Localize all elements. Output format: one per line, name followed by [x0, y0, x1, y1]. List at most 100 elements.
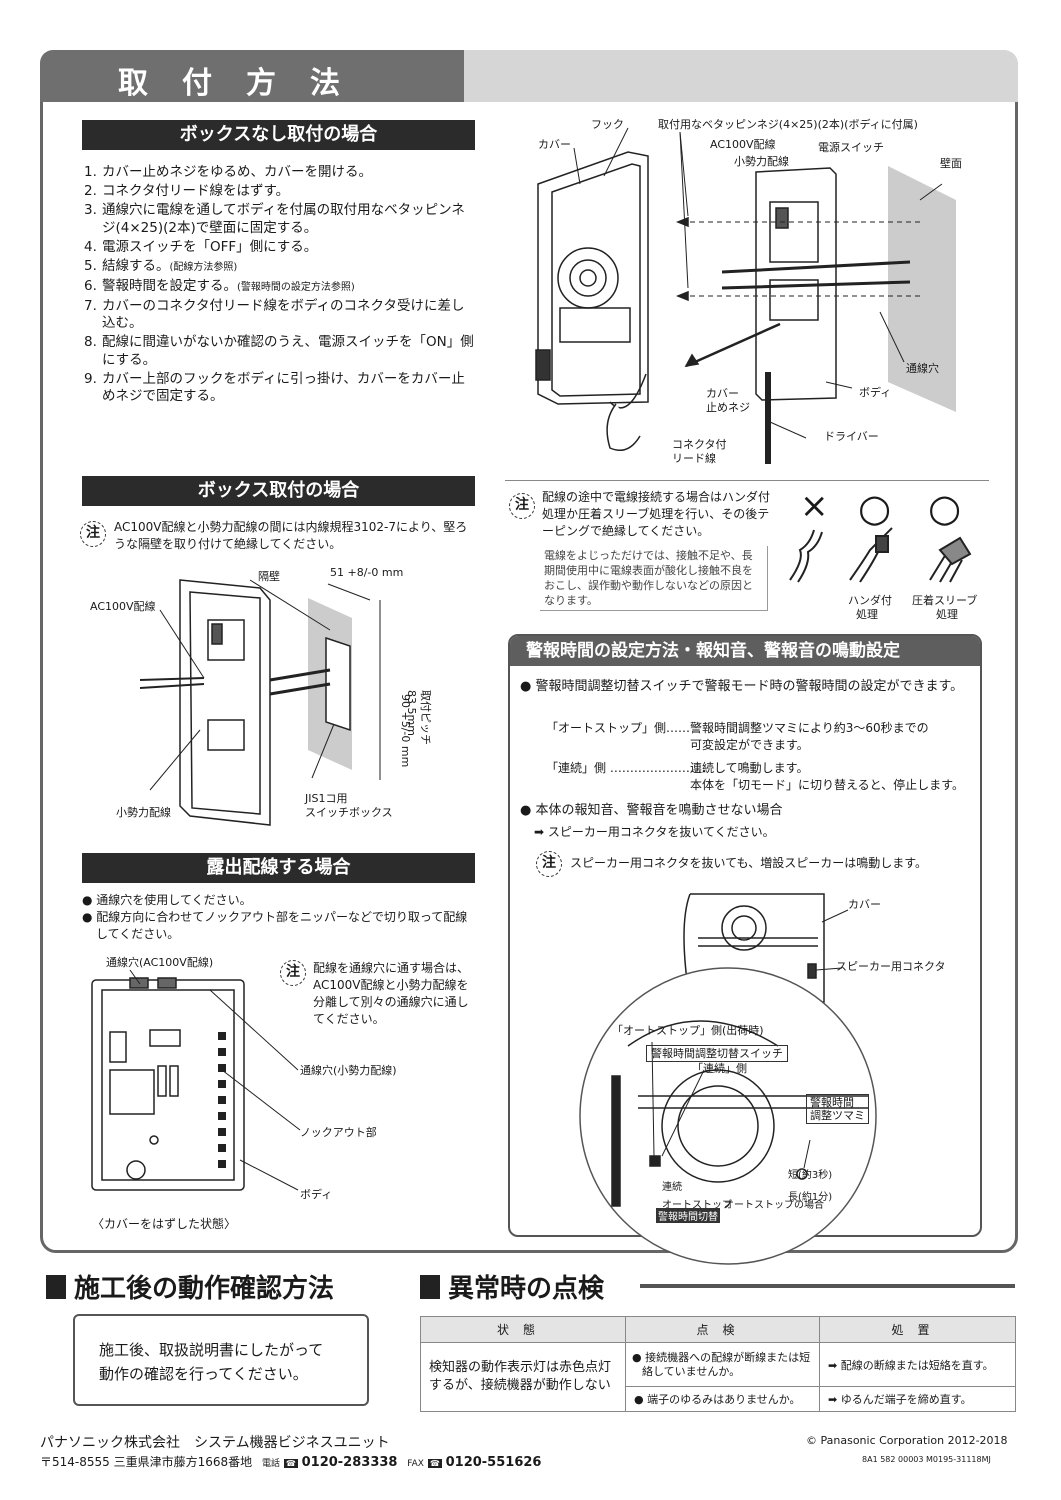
hook-label: フック: [591, 118, 624, 131]
step-number: 4.: [84, 238, 97, 255]
step-text: 配線に間違いがないか確認のうえ、電源スイッチを「ON」側にする。: [102, 334, 474, 368]
caution-icon: 注: [509, 493, 535, 519]
install-steps: 1.カバー止めネジをゆるめ、カバーを開ける。2. コネクタ付リード線をはずす。 3.…: [84, 164, 474, 407]
step-reference: (配線方法参照): [169, 261, 238, 273]
install-step: 2. コネクタ付リード線をはずす。: [84, 183, 474, 201]
continuous-val-1: 連続して鳴動します。: [690, 761, 809, 775]
check-cell-1-text: 接続機器への配線が断線または短絡していませんか。: [642, 1350, 811, 1378]
alarm-bullet-1-text: 警報時間調整切替スイッチで警報モード時の警報時間の設定ができます。: [535, 679, 964, 694]
power-switch-label: 電源スイッチ: [818, 141, 884, 154]
width-dimension: 51 +8/-0 mm: [330, 566, 404, 579]
wall-label: 壁面: [940, 157, 962, 170]
step-text: コネクタ付リード線をはずす。: [102, 183, 290, 199]
copyright: © Panasonic Corporation 2012-2018: [806, 1434, 1008, 1447]
exposed-wiring-diagram: [91, 969, 301, 1191]
check-heading: 施工後の動作確認方法: [46, 1268, 334, 1305]
long-label: 長(約1分): [788, 1192, 833, 1203]
speaker-note: スピーカー用コネクタを抜いても、増設スピーカーは鳴動します。: [570, 856, 928, 870]
exposed-bullet-1: 通線穴を使用してください。: [96, 893, 252, 907]
alarm-bullet-1: ● 警報時間調整切替スイッチで警報モード時の警報時間の設定ができます。: [520, 679, 964, 694]
tel-number: 0120-283338: [301, 1455, 398, 1470]
continuous-side-label: 「連続」側: [692, 1062, 747, 1075]
install-step: 1.カバー止めネジをゆるめ、カバーを開ける。: [84, 164, 474, 182]
wire-hole-label: 通線穴: [906, 362, 939, 375]
address: 〒514-8555 三重県津市藤方1668番地: [40, 1455, 253, 1469]
col-check: 点検: [625, 1316, 820, 1343]
install-step: 9.カバー上部のフックをボディに引っ掛け、カバーをカバー止めネジで固定する。: [84, 371, 474, 406]
autostop-key: 「オートストップ」側……: [546, 721, 691, 735]
hole-small-label: 通線穴(小勢力配線): [300, 1064, 397, 1077]
small-power-label-2: 小勢力配線: [116, 806, 171, 819]
action-cell-1-text: 配線の断線または短絡を直す。: [840, 1358, 994, 1372]
company-contact: 〒514-8555 三重県津市藤方1668番地 電話 ☎ 0120-283338…: [40, 1455, 542, 1470]
action-cell-2-text: ゆるんだ端子を締め直す。: [840, 1393, 972, 1406]
caution-icon: 注: [80, 521, 106, 547]
autostop-default-label: 「オートストップ」側(出荷時): [612, 1024, 764, 1037]
ac-wiring-label-2: AC100V配線: [90, 600, 156, 613]
autostop-val-1: 警報時間調整ツマミにより約3～60秒までの: [690, 721, 929, 735]
switch-small-label: 警報時間切替: [656, 1208, 720, 1223]
step-text: カバー上部のフックをボディに引っ掛け、カバーをカバー止めネジで固定する。: [102, 370, 465, 405]
step-text: カバーのコネクタ付リード線をボディのコネクタ受けに差し込む。: [102, 297, 465, 332]
check-text-2: 動作の確認を行ってください。: [99, 1365, 308, 1383]
install-step: 4. 電源スイッチを「OFF」側にする。: [84, 239, 474, 257]
lead-label-1: コネクタ付: [672, 438, 727, 451]
no-box-heading: ボックスなし取付の場合: [82, 120, 475, 150]
action-cell-2: ➡ ゆるんだ端子を締め直す。: [819, 1386, 1016, 1412]
body-label-2: ボディ: [300, 1188, 333, 1201]
caution-icon: 注: [280, 960, 306, 986]
autostop-case-label: オートストップの場合: [724, 1200, 824, 1211]
step-reference: (警報時間の設定方法参照): [237, 281, 355, 293]
jis-label-2: スイッチボックス: [305, 806, 393, 819]
divider: [505, 480, 989, 481]
company-name: パナソニック株式会社 システム機器ビジネスユニット: [40, 1435, 390, 1451]
step-text: 電源スイッチを「OFF」側にする。: [102, 238, 318, 255]
box-mount-heading: ボックス取付の場合: [82, 476, 475, 506]
cover-label: カバー: [538, 138, 571, 151]
install-step: 3.通線穴に電線を通してボディを付属の取付用なベタッピンネジ(4×25)(2本)…: [84, 202, 474, 237]
splice-warning: 電線をよじっただけでは、接触不足や、長期間使用中に電線表面が酸化し接触不良をおこ…: [540, 546, 768, 611]
screw-label: 取付用なベタッピンネジ(4×25)(2本)(ボディに付属): [658, 118, 918, 131]
heading-rule: [640, 1284, 1015, 1288]
title-bar: [40, 50, 1018, 102]
cover-label-2: カバー: [848, 898, 881, 911]
hole-ac-label: 通線穴(AC100V配線): [106, 956, 214, 969]
page-title: 取付方法: [118, 66, 374, 101]
step-number: 2.: [84, 183, 97, 199]
caution-icon: 注: [536, 851, 562, 877]
mark-ok-2: ○: [928, 486, 962, 530]
continuous-key: 「連続」側 ……………………: [546, 761, 706, 775]
cover-removed-caption: 〈カバーをはずした状態〉: [92, 1217, 237, 1231]
alarm-setting-heading: 警報時間の設定方法・報知音、警報音の鳴動設定: [510, 636, 980, 666]
check-box: 施工後、取扱説明書にしたがって 動作の確認を行ってください。: [73, 1314, 369, 1406]
install-step: 5.結線する。(配線方法参照): [84, 258, 474, 277]
knob-label-1: 警報時間: [810, 1096, 854, 1109]
mark-ng: ×: [800, 486, 829, 526]
fax-label: FAX: [407, 1459, 424, 1469]
pitch-label-2: 83.5mm: [405, 690, 418, 736]
sleeve-label-1: 圧着スリーブ: [912, 594, 978, 607]
driver-label: ドライバー: [824, 430, 879, 443]
tel-label: 電話: [261, 1459, 280, 1469]
state-cell: 検知器の動作表示灯は赤色点灯するが、接続機器が動作しない: [420, 1342, 626, 1412]
lead-label-2: リード線: [672, 452, 716, 465]
mark-ok-1: ○: [858, 486, 892, 530]
splice-methods-diagram: [789, 527, 972, 583]
no-box-install-diagram: [535, 127, 956, 464]
step-text: 通線穴に電線を通してボディを付属の取付用なベタッピンネジ(4×25)(2本)で壁…: [102, 202, 465, 236]
check-cell-1: ● 接続機器への配線が断線または短絡していませんか。: [625, 1342, 820, 1387]
knockout-label: ノックアウト部: [300, 1126, 377, 1139]
remove-connector-instruction: ➡ スピーカー用コネクタを抜いてください。: [534, 825, 775, 839]
ac-wiring-label: AC100V配線: [710, 138, 776, 151]
knob-label-2: 調整ツマミ: [810, 1109, 865, 1122]
splice-note: 配線の途中で電線接続する場合はハンダ付処理か圧着スリーブ処理を行い、その後テーピ…: [542, 490, 771, 538]
check-cell-2: ● 端子のゆるみはありませんか。: [625, 1386, 820, 1412]
install-step: 8.配線に間違いがないか確認のうえ、電源スイッチを「ON」側にする。: [84, 334, 474, 369]
step-number: 1.: [84, 164, 97, 180]
renzoku-label: 連続: [662, 1182, 682, 1193]
exposed-note: 配線を通線穴に通す場合は、AC100V配線と小勢力配線を分離して別々の通線穴に通…: [313, 961, 470, 1026]
step-text: 警報時間を設定する。: [102, 277, 237, 294]
small-power-label: 小勢力配線: [734, 155, 789, 168]
box-mount-note: AC100V配線と小勢力配線の間には内線規程3102-7により、堅ろうな隔壁を取…: [114, 520, 468, 551]
check-heading-text: 施工後の動作確認方法: [74, 1274, 335, 1304]
